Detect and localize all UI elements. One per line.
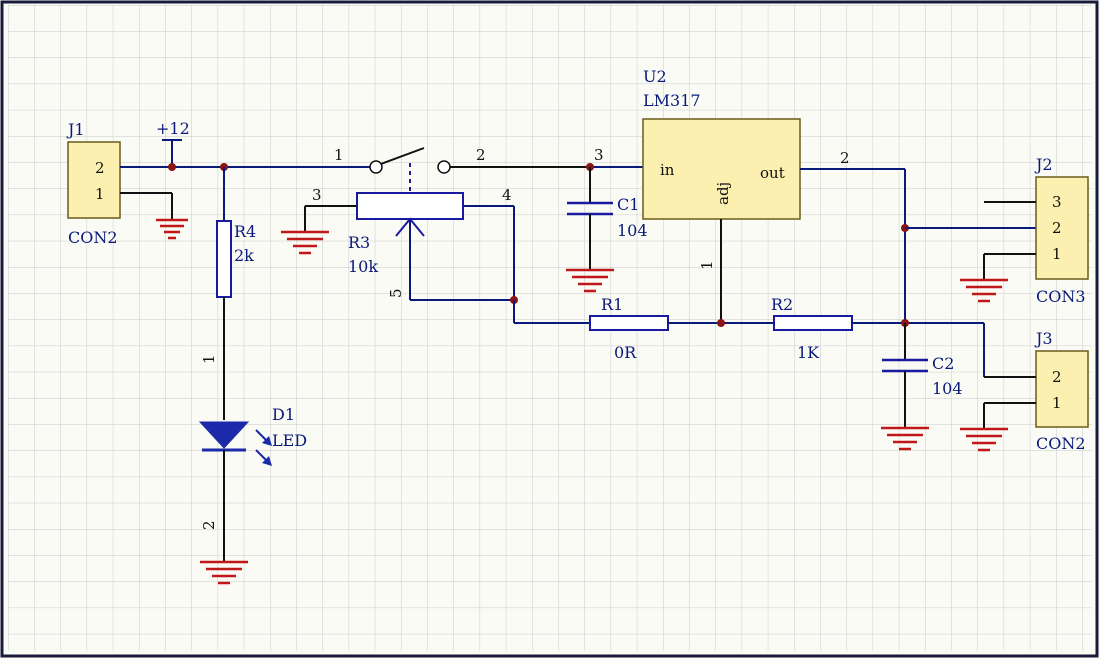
junction <box>717 319 725 327</box>
r1-resistor[interactable] <box>589 315 669 331</box>
r3-ground-symbol <box>281 206 329 255</box>
r3-potentiometer[interactable] <box>305 192 515 301</box>
r3-pin-4: 4 <box>502 186 512 204</box>
r2-ref: R2 <box>771 295 793 314</box>
j3-connector[interactable]: 2 1 <box>983 323 1089 429</box>
j1-pin-1: 1 <box>95 185 105 203</box>
u2-pin-in-label: in <box>660 161 675 179</box>
j3-pin-1: 1 <box>1052 394 1062 412</box>
c2-ref: C2 <box>932 354 954 373</box>
u2-regulator[interactable] <box>642 118 801 323</box>
c1-ref: C1 <box>617 195 639 214</box>
r4-resistor[interactable] <box>216 167 232 420</box>
r1-value: 0R <box>614 343 637 362</box>
j1-pin-2: 2 <box>95 159 105 177</box>
j3-pin-2: 2 <box>1052 368 1062 386</box>
r3-ref: R3 <box>348 233 370 252</box>
j3-ref: J3 <box>1034 329 1053 348</box>
r2-value: 1K <box>797 343 820 362</box>
j1-connector[interactable]: 2 1 <box>67 141 172 219</box>
u2-pin-3: 3 <box>594 146 604 164</box>
r1-ref: R1 <box>601 295 623 314</box>
d1-led[interactable] <box>198 421 272 562</box>
u2-pin-2: 2 <box>840 149 850 167</box>
r3-pin-5: 5 <box>387 288 405 298</box>
r3-value: 10k <box>348 257 378 276</box>
j1-ground-symbol <box>156 193 188 240</box>
sw-pin-2: 2 <box>476 146 486 164</box>
u2-pin-adj-label: adj <box>714 182 732 205</box>
j2-pin-2: 2 <box>1052 219 1062 237</box>
c2-value: 104 <box>932 379 963 398</box>
c1-ground-symbol <box>566 268 614 293</box>
power-label: +12 <box>156 119 190 138</box>
r2-resistor[interactable] <box>773 315 853 331</box>
d1-value: LED <box>272 431 307 450</box>
j1-ref: J1 <box>66 120 85 139</box>
d1-ref: D1 <box>272 405 295 424</box>
u2-ref: U2 <box>643 67 667 86</box>
c2-capacitor[interactable] <box>882 323 928 428</box>
c1-value: 104 <box>617 221 648 240</box>
junction <box>168 163 176 171</box>
power-port-12v <box>162 139 182 167</box>
j2-ref: J2 <box>1034 155 1053 174</box>
j2-pin-3: 3 <box>1052 193 1062 211</box>
c2-ground-symbol <box>881 426 929 451</box>
d1-pin-1: 1 <box>200 354 218 364</box>
c1-capacitor[interactable] <box>567 167 613 270</box>
u2-pin-out-label: out <box>760 164 785 182</box>
j2-value: CON3 <box>1036 287 1086 306</box>
j3-ground-symbol <box>960 427 1008 452</box>
u2-value: LM317 <box>643 91 701 110</box>
j2-connector[interactable]: 3 2 1 <box>983 176 1089 280</box>
u2-pin-1: 1 <box>698 260 716 270</box>
j2-ground-symbol <box>960 278 1008 303</box>
sw-pin-1: 1 <box>334 146 344 164</box>
j2-pin-1: 1 <box>1052 245 1062 263</box>
d1-ground-symbol <box>200 560 248 585</box>
d1-pin-2: 2 <box>200 520 218 530</box>
sheet-grid <box>8 5 1092 651</box>
r4-ref: R4 <box>234 222 256 241</box>
j3-value: CON2 <box>1036 434 1086 453</box>
r4-value: 2k <box>234 246 254 265</box>
j1-value: CON2 <box>68 228 118 247</box>
r3-pin-3: 3 <box>312 186 322 204</box>
